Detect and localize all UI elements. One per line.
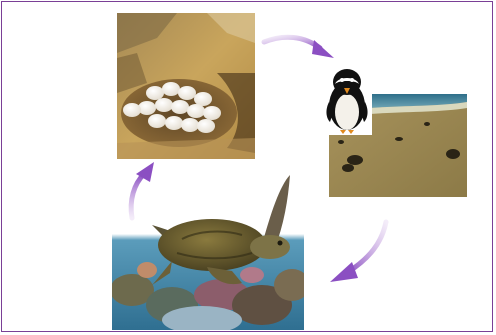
turtle-eggs-nest-photo	[117, 13, 255, 159]
penguin-photo	[322, 62, 372, 135]
cycle-arrow-2	[326, 220, 390, 286]
cycle-arrow-3	[124, 160, 160, 222]
cycle-arrow-1	[262, 32, 342, 68]
